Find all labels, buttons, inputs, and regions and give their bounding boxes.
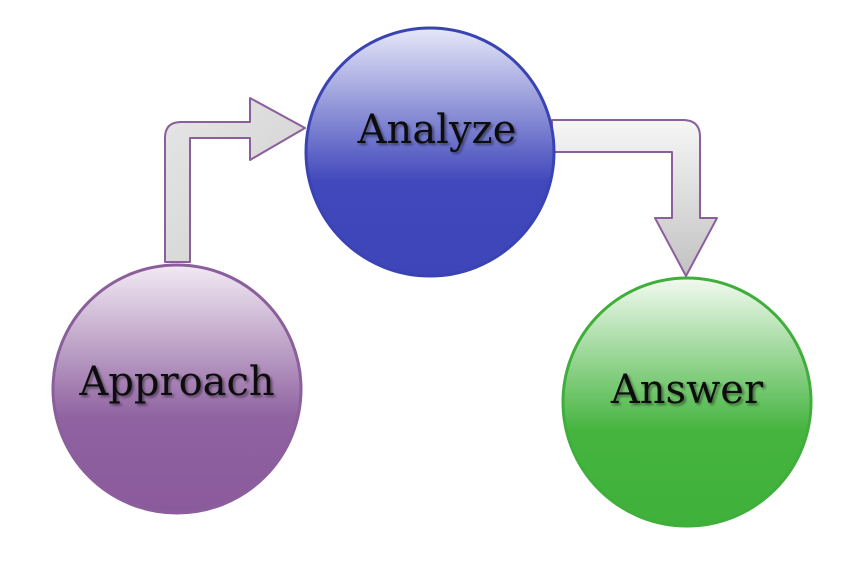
arrow-approach-to-analyze xyxy=(164,97,306,263)
node-analyze: Analyze xyxy=(304,26,556,278)
arrow-analyze-to-answer xyxy=(551,119,718,277)
answer-circle xyxy=(561,276,813,528)
node-approach: Approach xyxy=(51,263,303,515)
approach-circle xyxy=(51,263,303,515)
approach-label: Approach xyxy=(78,359,274,405)
analyze-label: Analyze xyxy=(357,107,517,153)
node-answer: Answer xyxy=(561,276,813,528)
analyze-circle xyxy=(304,26,556,278)
answer-label: Answer xyxy=(610,367,764,413)
